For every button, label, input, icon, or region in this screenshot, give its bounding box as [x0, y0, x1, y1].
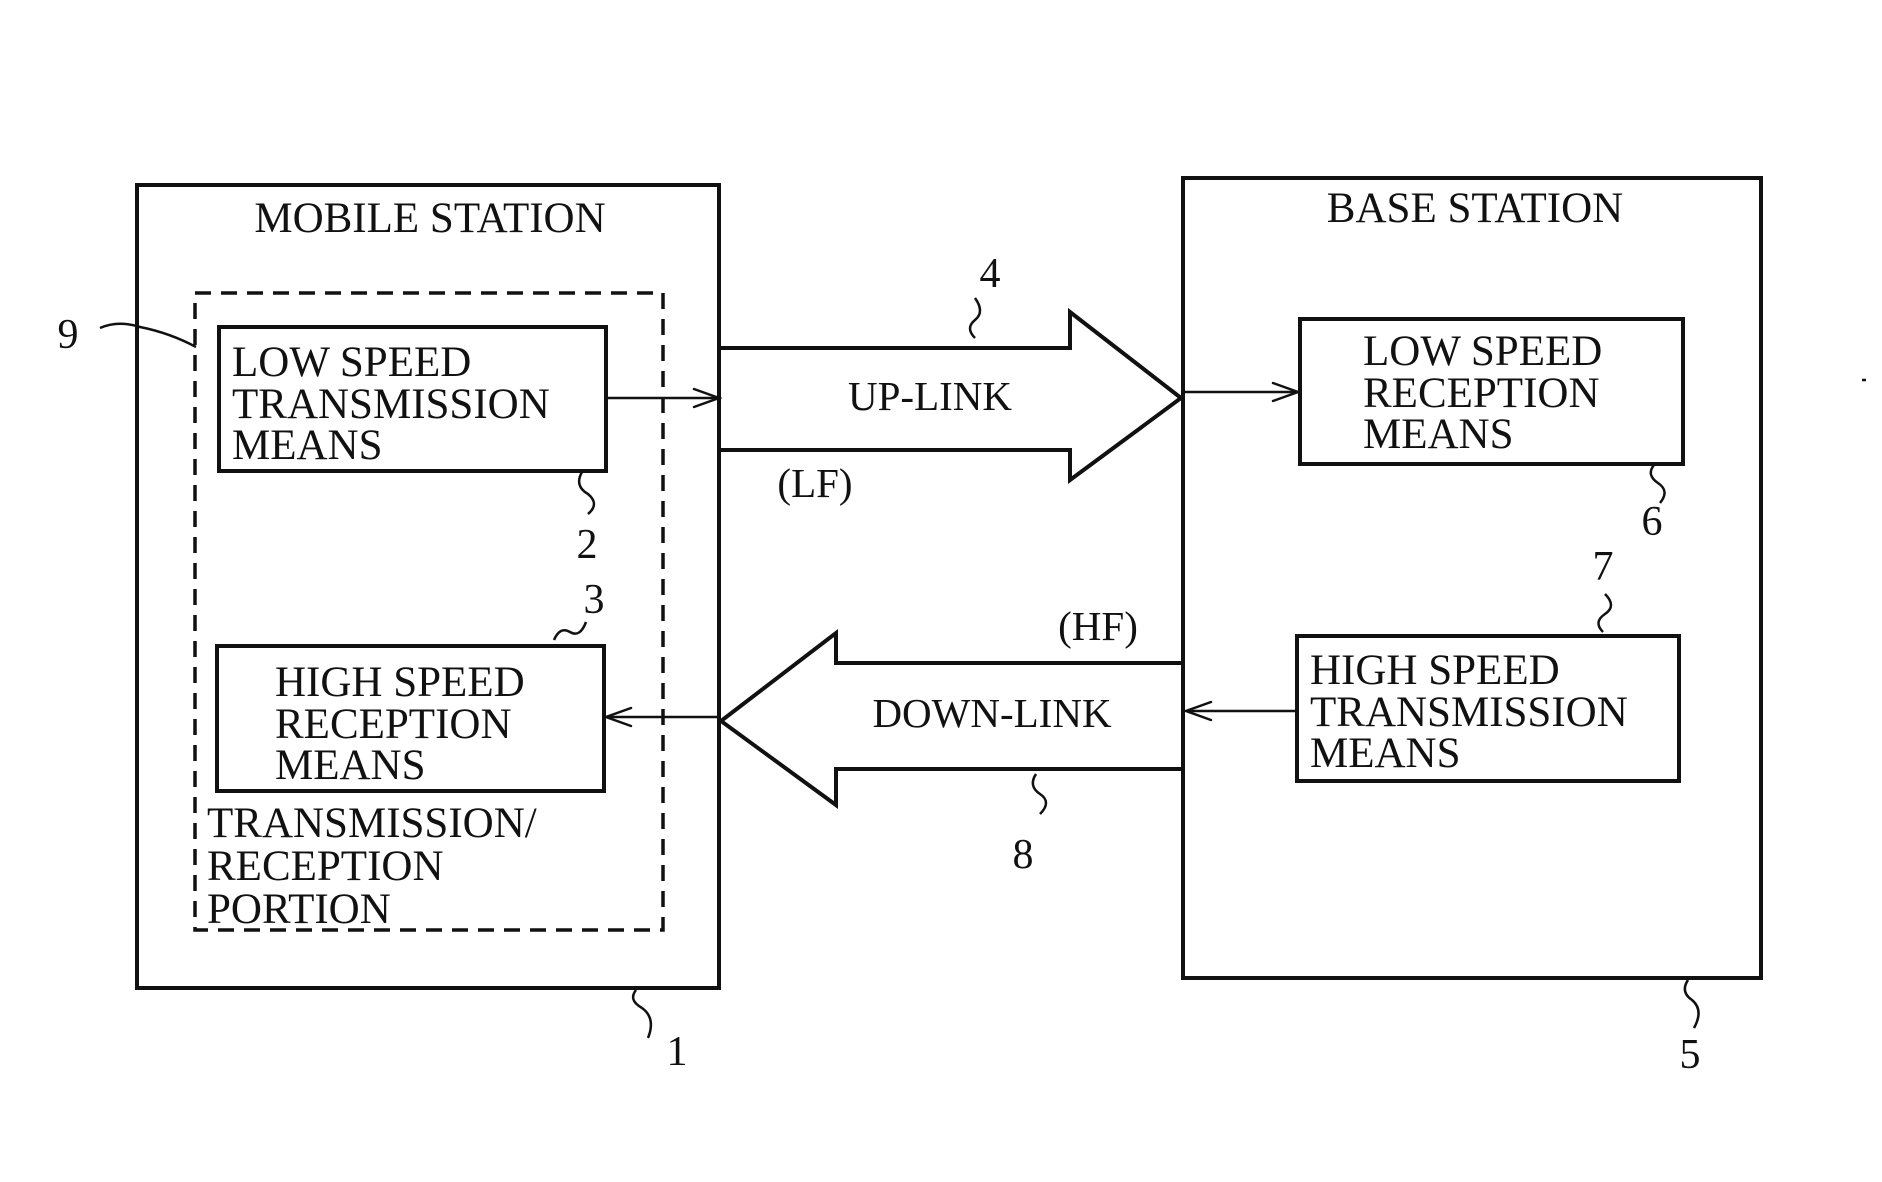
mobile-station-leader	[633, 990, 651, 1038]
downlink-leader	[1033, 774, 1046, 814]
low-speed-rx-line-3: MEANS	[1363, 411, 1514, 458]
downlink-channel: DOWN-LINK (HF) 8	[721, 603, 1183, 878]
low-speed-tx-leader	[579, 472, 594, 514]
downlink-ref: 8	[1013, 832, 1034, 878]
uplink-ref: 4	[980, 251, 1001, 297]
high-speed-tx-leader	[1598, 594, 1611, 632]
high-speed-reception-means: HIGH SPEED RECEPTION MEANS 3	[217, 577, 605, 791]
portion-label-line-3: PORTION	[207, 886, 391, 933]
uplink-label: UP-LINK	[848, 373, 1012, 419]
high-speed-rx-line-2: RECEPTION	[275, 701, 512, 748]
high-speed-tx-line-1: HIGH SPEED	[1310, 647, 1560, 694]
high-speed-tx-ref: 7	[1593, 544, 1614, 590]
high-speed-rx-leader	[554, 622, 586, 640]
downlink-label: DOWN-LINK	[872, 690, 1111, 736]
portion-label-line-2: RECEPTION	[207, 843, 444, 890]
base-station-title: BASE STATION	[1327, 185, 1623, 232]
high-speed-transmission-means: HIGH SPEED TRANSMISSION MEANS 7	[1297, 544, 1679, 781]
base-station-frame	[1183, 178, 1761, 978]
mobile-station-ref: 1	[667, 1029, 688, 1075]
portion-leader	[100, 324, 196, 347]
low-speed-tx-line-3: MEANS	[232, 422, 383, 469]
low-speed-reception-means: LOW SPEED RECEPTION MEANS 6	[1300, 319, 1683, 545]
uplink-leader	[970, 298, 980, 338]
portion-ref: 9	[58, 312, 79, 358]
low-speed-rx-ref: 6	[1642, 499, 1663, 545]
high-speed-tx-line-3: MEANS	[1310, 730, 1461, 777]
low-speed-rx-line-1: LOW SPEED	[1363, 328, 1602, 375]
base-station-leader	[1685, 980, 1699, 1028]
low-speed-tx-line-2: TRANSMISSION	[232, 381, 550, 428]
high-speed-rx-line-3: MEANS	[275, 742, 426, 789]
low-speed-tx-line-1: LOW SPEED	[232, 339, 471, 386]
low-speed-rx-line-2: RECEPTION	[1363, 370, 1600, 417]
mobile-station-title: MOBILE STATION	[254, 195, 605, 242]
high-speed-rx-line-1: HIGH SPEED	[275, 659, 525, 706]
base-station-block: BASE STATION 5 LOW SPEED RECEPTION MEANS…	[1183, 178, 1761, 1078]
uplink-band: (LF)	[777, 460, 852, 506]
uplink-channel: UP-LINK (LF) 4	[719, 251, 1181, 506]
low-speed-tx-ref: 2	[577, 522, 598, 568]
high-speed-tx-line-2: TRANSMISSION	[1310, 689, 1628, 736]
low-speed-rx-leader	[1651, 465, 1665, 503]
mobile-station-block: MOBILE STATION 1 TRANSMISSION/ RECEPTION…	[58, 185, 720, 1075]
base-station-ref: 5	[1680, 1032, 1701, 1078]
low-speed-transmission-means: LOW SPEED TRANSMISSION MEANS 2	[219, 327, 606, 568]
portion-label-line-1: TRANSMISSION/	[207, 800, 537, 847]
high-speed-rx-ref: 3	[584, 577, 605, 623]
downlink-band: (HF)	[1058, 603, 1138, 649]
